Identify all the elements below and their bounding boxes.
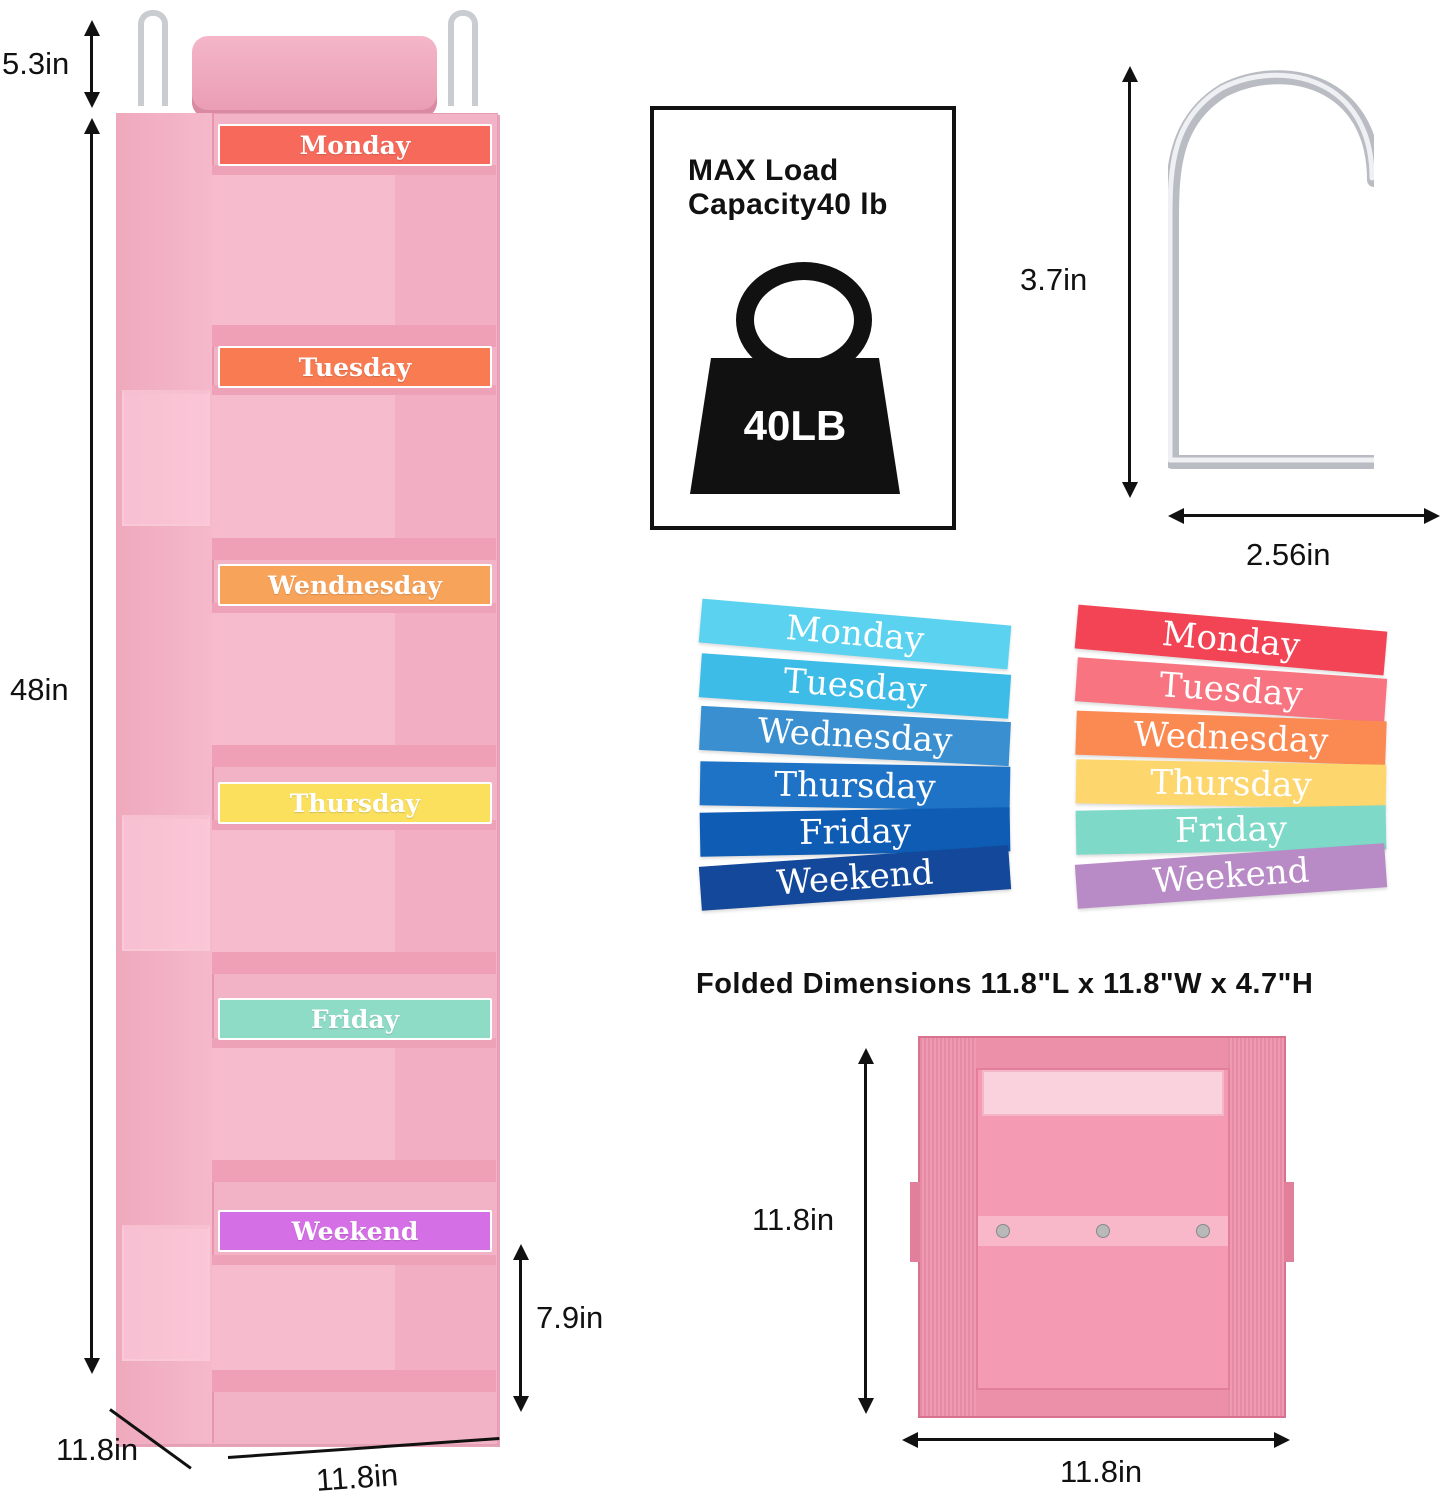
top-strap bbox=[192, 36, 437, 118]
velcro-strip bbox=[982, 1070, 1224, 1116]
organizer-side-panel bbox=[116, 113, 214, 1443]
cubby-1-back bbox=[395, 175, 496, 333]
depth-label: 11.8in bbox=[56, 1432, 139, 1467]
dimension-line bbox=[90, 132, 93, 1362]
day-label-weekend: Weekend bbox=[218, 1210, 492, 1252]
weight-icon: 40LB bbox=[690, 358, 900, 494]
hook-tall-label: 3.7in bbox=[1020, 262, 1088, 297]
day-label-thursday: Thursday bbox=[218, 782, 492, 824]
arrow-up-icon bbox=[1122, 66, 1138, 82]
rivet-icon bbox=[996, 1224, 1010, 1238]
shelf-6 bbox=[212, 1370, 496, 1392]
side-pocket bbox=[122, 1225, 210, 1361]
day-label-monday: Monday bbox=[218, 124, 492, 166]
s-hook-icon bbox=[1168, 70, 1374, 469]
folded-front-flap bbox=[976, 1068, 1230, 1390]
weight-label: 40LB bbox=[743, 402, 847, 449]
label-tag: Wednesday bbox=[1075, 710, 1387, 766]
mesh-panel bbox=[1228, 1038, 1284, 1416]
folded-dimensions-title: Folded Dimensions 11.8"L x 11.8"W x 4.7"… bbox=[696, 968, 1314, 1000]
day-label-tuesday: Tuesday bbox=[218, 346, 492, 388]
side-handle bbox=[910, 1182, 920, 1262]
hook-height-label: 5.3in bbox=[2, 46, 70, 81]
dimension-line bbox=[916, 1438, 1274, 1441]
cubby-2-back bbox=[395, 395, 496, 545]
arrow-right-icon bbox=[1424, 508, 1440, 524]
mesh-panel bbox=[920, 1038, 976, 1416]
dimension-line bbox=[519, 1258, 522, 1398]
arrow-left-icon bbox=[902, 1432, 918, 1448]
max-load-card: MAX Load Capacity40 lb 40LB bbox=[650, 106, 956, 530]
cubby-5-back bbox=[395, 1048, 496, 1168]
cubby-6-back bbox=[395, 1265, 496, 1375]
warm-label-set: Monday Tuesday Wednesday Thursday Friday… bbox=[1074, 604, 1396, 926]
folded-width-label: 11.8in bbox=[1060, 1454, 1143, 1489]
arrow-right-icon bbox=[1274, 1432, 1290, 1448]
arrow-down-icon bbox=[84, 92, 100, 108]
arrow-up-icon bbox=[84, 118, 100, 134]
dimension-line bbox=[864, 1062, 867, 1400]
total-height-label: 48in bbox=[10, 672, 69, 707]
arrow-down-icon bbox=[858, 1398, 874, 1414]
shelf-1 bbox=[212, 325, 496, 347]
dimension-line bbox=[90, 34, 93, 94]
shelf-2 bbox=[212, 538, 496, 560]
cubby-height-label: 7.9in bbox=[536, 1300, 604, 1335]
max-load-title: MAX Load Capacity40 lb bbox=[688, 154, 888, 221]
rivet-icon bbox=[1096, 1224, 1110, 1238]
dimension-line bbox=[1128, 80, 1131, 484]
arrow-up-icon bbox=[84, 20, 100, 36]
shelf-4 bbox=[212, 952, 496, 974]
arrow-up-icon bbox=[513, 1244, 529, 1260]
side-handle bbox=[1284, 1182, 1294, 1262]
blue-label-set: Monday Tuesday Wednesday Thursday Friday… bbox=[698, 598, 1020, 922]
shelf-5 bbox=[212, 1160, 496, 1182]
folded-organizer bbox=[910, 1036, 1294, 1418]
label-tag: Thursday bbox=[699, 761, 1011, 811]
arrow-left-icon bbox=[1168, 508, 1184, 524]
side-pocket bbox=[122, 815, 210, 951]
width-label: 11.8in bbox=[314, 1457, 400, 1498]
day-label-wednesday: Wendnesday bbox=[218, 564, 492, 606]
arrow-down-icon bbox=[513, 1396, 529, 1412]
shelf-3 bbox=[212, 745, 496, 767]
arrow-up-icon bbox=[858, 1048, 874, 1064]
hook-wide-label: 2.56in bbox=[1246, 537, 1331, 572]
day-label-friday: Friday bbox=[218, 998, 492, 1040]
left-hook-icon bbox=[138, 10, 168, 106]
right-hook-icon bbox=[448, 10, 478, 106]
arrow-down-icon bbox=[1122, 482, 1138, 498]
rivet-icon bbox=[1196, 1224, 1210, 1238]
side-pocket bbox=[122, 390, 210, 526]
arrow-down-icon bbox=[84, 1358, 100, 1374]
folded-height-label: 11.8in bbox=[752, 1202, 835, 1237]
rivet-strip bbox=[978, 1216, 1228, 1246]
cubby-4-back bbox=[395, 830, 496, 960]
label-tag: Thursday bbox=[1075, 759, 1387, 809]
cubby-3-back bbox=[395, 613, 496, 751]
dimension-line bbox=[1182, 514, 1424, 517]
